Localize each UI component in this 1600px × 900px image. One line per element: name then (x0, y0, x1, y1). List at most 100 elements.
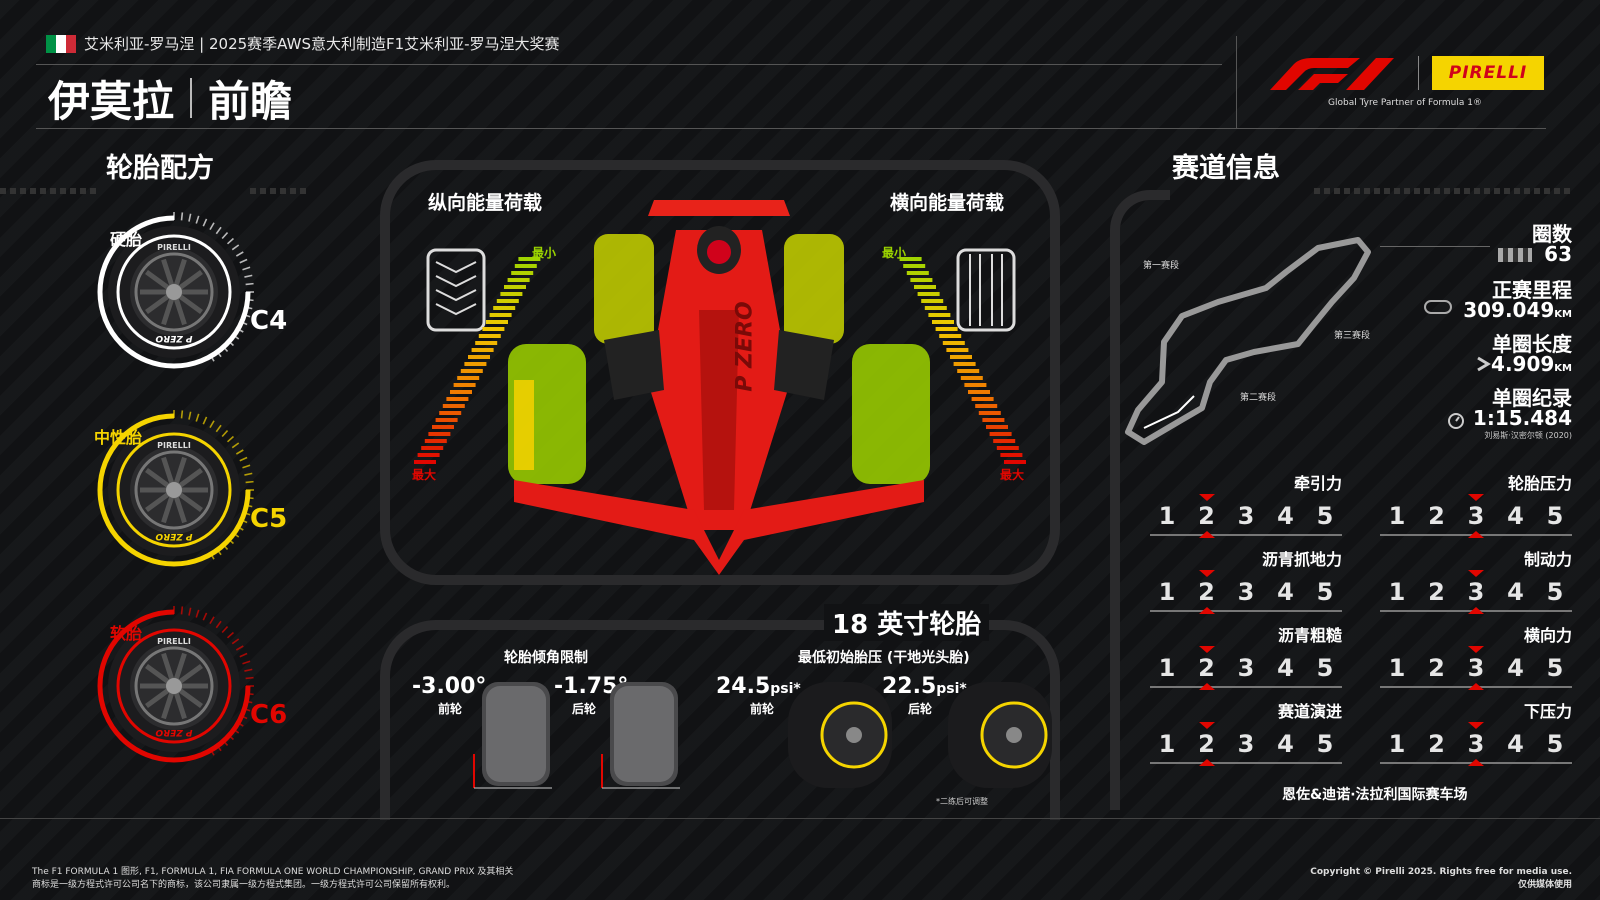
partner-text: Global Tyre Partner of Formula 1® (1328, 98, 1482, 108)
gauge-bar-right (946, 348, 969, 352)
circuit-heading: 赛道信息 (1172, 153, 1280, 184)
rating-selected-value: 3 (1461, 654, 1491, 682)
lateral-load-heading: 横向能量荷载 (890, 192, 1005, 214)
tread-icon-right (956, 248, 1016, 332)
distance-label: 正赛里程 (1492, 278, 1572, 302)
car-branding: P ZERO (732, 301, 758, 392)
gauge-bar-left (511, 271, 534, 275)
rating-title: 制动力 (1523, 550, 1572, 569)
rating-value: 3 (1237, 654, 1255, 682)
circuit-map (1125, 237, 1371, 445)
rating-underline (1150, 762, 1342, 764)
chequered-flag-icon (1498, 248, 1532, 262)
chevron-right-icon (1477, 356, 1491, 372)
gauge-bar-right (903, 264, 926, 268)
rating-value: 1 (1388, 654, 1406, 682)
gauge-bar-right (975, 404, 998, 408)
camber-front-label: 前轮 (438, 702, 463, 716)
title-location: 伊莫拉 (48, 76, 175, 126)
rating-selected-value: 3 (1461, 730, 1491, 758)
compound-code-2: C6 (250, 700, 288, 730)
camber-front-value: -3.00° (412, 674, 487, 699)
pressure-rear-number: 22.5 (882, 674, 937, 699)
length-label: 单圈长度 (1492, 332, 1572, 356)
footer-legal-line2: 商标是一级方程式许可公司名下的商标，该公司隶属一级方程式集团。一级方程式许可公司… (32, 880, 456, 890)
gauge-bar-left (471, 348, 494, 352)
longitudinal-load-heading: 纵向能量荷载 (428, 192, 543, 214)
svg-text:PIRELLI: PIRELLI (157, 243, 191, 252)
logo-separator (1418, 56, 1419, 90)
camber-tyres-icon (473, 682, 680, 789)
rating-underline (1150, 610, 1342, 612)
rating-title: 牵引力 (1293, 474, 1342, 493)
gauge-bar-right (910, 278, 933, 282)
compound-label-0: 硬胎 (110, 230, 143, 249)
footer-legal-line1: The F1 FORMULA 1 图形, F1, FORMULA 1, FIA … (32, 867, 514, 877)
gauge-bar-left (460, 369, 483, 373)
gauge-bar-right (924, 306, 947, 310)
rating-value: 5 (1546, 730, 1564, 758)
rating-selected-value: 2 (1192, 730, 1222, 758)
rating-value: 4 (1277, 730, 1294, 758)
length-unit: KM (1554, 363, 1572, 374)
rating-value: 1 (1388, 502, 1406, 530)
gauge-bar-left (442, 404, 465, 408)
compound-tyre-icon-1: PIRELLI P ZERO (97, 410, 254, 567)
compound-tyre-icon-2: PIRELLI P ZERO (97, 606, 254, 763)
rating-title: 赛道演进 (1277, 702, 1342, 721)
gauge-bar-right (928, 313, 951, 317)
energy-gauges (414, 257, 1026, 464)
rating-title: 沥青粗糙 (1277, 626, 1342, 645)
rating-selected-value: 3 (1461, 578, 1491, 606)
dash-decoration (1314, 188, 1570, 194)
dash-decoration (0, 188, 96, 194)
pressure-rear-unit: psi* (936, 681, 967, 697)
pressure-heading: 最低初始胎压 (干地光头胎) (798, 650, 970, 666)
footer-copyright: Copyright © Pirelli 2025. Rights free fo… (1240, 866, 1572, 892)
gauge-bar-left (428, 432, 451, 436)
gauge-bar-right (906, 271, 929, 275)
rating-value: 4 (1277, 502, 1294, 530)
rating-value: 3 (1237, 730, 1255, 758)
gauge-bar-left (478, 334, 501, 338)
sector-3-label: 第三赛段 (1334, 331, 1371, 341)
rating-title: 横向力 (1523, 626, 1572, 645)
rating-value: 4 (1507, 654, 1524, 682)
gauge-bar-left (421, 446, 444, 450)
compound-label-1: 中性胎 (94, 428, 143, 447)
record-holder: 刘易斯·汉密尔顿 (2020) (1484, 431, 1572, 440)
rating-value: 3 (1237, 502, 1255, 530)
gauge-bar-left (518, 257, 541, 261)
rating-value: 5 (1316, 502, 1334, 530)
record-value: 1:15.484 (1472, 406, 1572, 430)
rating-value: 5 (1546, 502, 1564, 530)
laps-value: 63 (1544, 242, 1572, 266)
gauge-bar-left (475, 341, 498, 345)
rating-value: 5 (1316, 730, 1334, 758)
rating-underline (1150, 686, 1342, 688)
rating-value: 5 (1316, 654, 1334, 682)
event-subtitle: 艾米利亚-罗马涅 | 2025赛季AWS意大利制造F1艾米利亚-罗马涅大奖赛 (84, 35, 560, 53)
rating-selected-value: 2 (1192, 578, 1222, 606)
gauge-bar-right (986, 425, 1008, 429)
compound-code-0: C4 (250, 306, 288, 336)
rating-value: 2 (1428, 730, 1445, 758)
laps-label: 圈数 (1532, 222, 1572, 246)
gauge-bar-left (464, 362, 487, 366)
rating-value: 4 (1507, 578, 1524, 606)
spec-panel-frame (380, 620, 1060, 820)
gauge-bar-left (450, 390, 472, 394)
